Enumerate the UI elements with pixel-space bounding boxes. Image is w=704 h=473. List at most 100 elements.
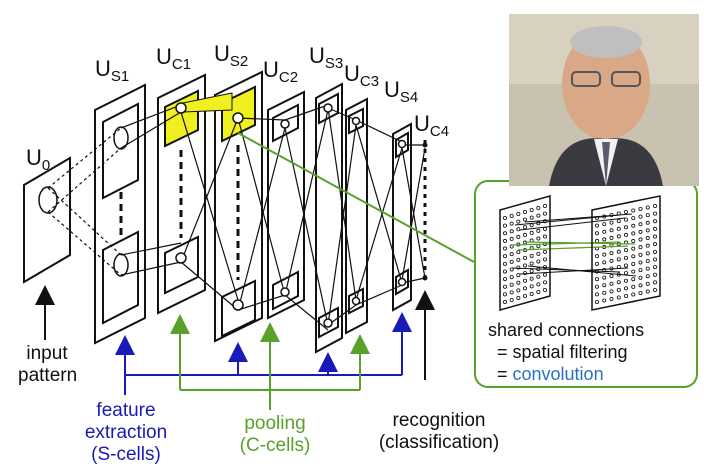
grid-dot bbox=[523, 263, 528, 268]
layer-plane-us4-top bbox=[395, 131, 409, 159]
grid-dot bbox=[645, 220, 650, 225]
label-us1: US1 bbox=[95, 56, 130, 85]
grid-dot bbox=[595, 254, 600, 259]
pooling-bracket bbox=[170, 314, 370, 410]
grid-dot bbox=[645, 205, 650, 210]
grid-dot bbox=[523, 232, 528, 237]
label-us2: US2 bbox=[214, 41, 249, 70]
label-uc3: UC3 bbox=[344, 61, 380, 90]
grid-dot bbox=[516, 280, 521, 285]
grid-dot bbox=[638, 206, 643, 211]
grid-dot bbox=[502, 238, 507, 243]
grid-dot bbox=[595, 223, 600, 228]
grid-dot bbox=[653, 272, 658, 277]
grid-dot bbox=[609, 274, 614, 279]
grid-dot bbox=[638, 260, 643, 265]
grid-dot bbox=[602, 283, 607, 288]
grid-dot bbox=[631, 284, 636, 289]
filter-pointer-line bbox=[237, 132, 475, 263]
grid-dot bbox=[509, 236, 514, 241]
layer-plane-us4-bottom bbox=[395, 268, 409, 296]
grid-dot bbox=[536, 244, 541, 249]
grid-dot bbox=[609, 258, 614, 263]
grid-dot bbox=[645, 251, 650, 256]
filter-text-spatial: = spatial filtering bbox=[497, 342, 628, 362]
layer-plane-us3-bottom bbox=[318, 306, 339, 339]
grid-dot bbox=[638, 222, 643, 227]
filter-text-convolution: = convolution bbox=[497, 364, 604, 384]
grid-dot bbox=[543, 234, 548, 239]
grid-dot bbox=[543, 203, 548, 208]
grid-dot bbox=[602, 237, 607, 242]
receptive-field-us1-top bbox=[113, 126, 129, 150]
grid-dot bbox=[609, 289, 614, 294]
grid-dot bbox=[624, 248, 629, 253]
grid-dot bbox=[638, 290, 643, 295]
grid-dot bbox=[516, 273, 521, 278]
grid-dot bbox=[523, 278, 528, 283]
grid-dot bbox=[602, 298, 607, 303]
grid-dot bbox=[631, 269, 636, 274]
grid-dot bbox=[624, 255, 629, 260]
grid-dot bbox=[645, 228, 650, 233]
grid-dot bbox=[509, 213, 514, 218]
grid-dot bbox=[616, 257, 621, 262]
grid-dot bbox=[645, 236, 650, 241]
grid-dots-left bbox=[502, 203, 548, 304]
grid-dot bbox=[529, 284, 534, 289]
grid-dot bbox=[624, 225, 629, 230]
grid-dot bbox=[595, 299, 600, 304]
grid-dot bbox=[502, 231, 507, 236]
grid-dot bbox=[624, 263, 629, 268]
filter-text-shared: shared connections bbox=[488, 320, 645, 340]
grid-dot bbox=[645, 281, 650, 286]
grid-dot bbox=[616, 234, 621, 239]
grid-dot bbox=[516, 211, 521, 216]
grid-dot bbox=[609, 235, 614, 240]
grid-dot bbox=[631, 216, 636, 221]
grid-dot bbox=[624, 232, 629, 237]
grid-dot bbox=[509, 282, 514, 287]
grid-dot bbox=[616, 287, 621, 292]
grid-dot bbox=[624, 286, 629, 291]
grid-dot bbox=[536, 274, 541, 279]
grid-dot bbox=[653, 219, 658, 224]
grid-dot bbox=[523, 209, 528, 214]
grid-dot bbox=[529, 215, 534, 220]
grid-dot bbox=[509, 221, 514, 226]
grid-dot bbox=[529, 253, 534, 258]
grid-dot bbox=[502, 246, 507, 251]
grid-dot bbox=[509, 252, 514, 257]
grid-dot bbox=[509, 275, 514, 280]
grid-dot bbox=[543, 272, 548, 277]
caption-recognition: recognition(classification) bbox=[378, 410, 500, 453]
layer-plane-u0 bbox=[23, 156, 71, 284]
grid-dot bbox=[631, 277, 636, 282]
grid-dot bbox=[653, 211, 658, 216]
grid-dot bbox=[509, 267, 514, 272]
grid-dot bbox=[523, 293, 528, 298]
portrait-photo bbox=[509, 14, 699, 186]
grid-dot bbox=[529, 223, 534, 228]
grid-dot bbox=[502, 261, 507, 266]
grid-dot bbox=[616, 295, 621, 300]
grid-dot bbox=[638, 275, 643, 280]
grid-dot bbox=[523, 255, 528, 260]
grid-dot bbox=[502, 223, 507, 228]
grid-dot bbox=[536, 282, 541, 287]
grid-dot bbox=[602, 290, 607, 295]
grid-dot bbox=[616, 226, 621, 231]
grid-dot bbox=[543, 257, 548, 262]
layer-plane-us1-top bbox=[102, 102, 139, 200]
grid-dot bbox=[624, 271, 629, 276]
grid-dot bbox=[602, 229, 607, 234]
grid-dot bbox=[536, 251, 541, 256]
grid-dot bbox=[523, 225, 528, 230]
grid-dot bbox=[609, 220, 614, 225]
grid-dot bbox=[536, 213, 541, 218]
grid-dot bbox=[536, 236, 541, 241]
grid-dot bbox=[529, 261, 534, 266]
grid-dot bbox=[595, 284, 600, 289]
grid-dot bbox=[543, 249, 548, 254]
grid-dot bbox=[645, 289, 650, 294]
